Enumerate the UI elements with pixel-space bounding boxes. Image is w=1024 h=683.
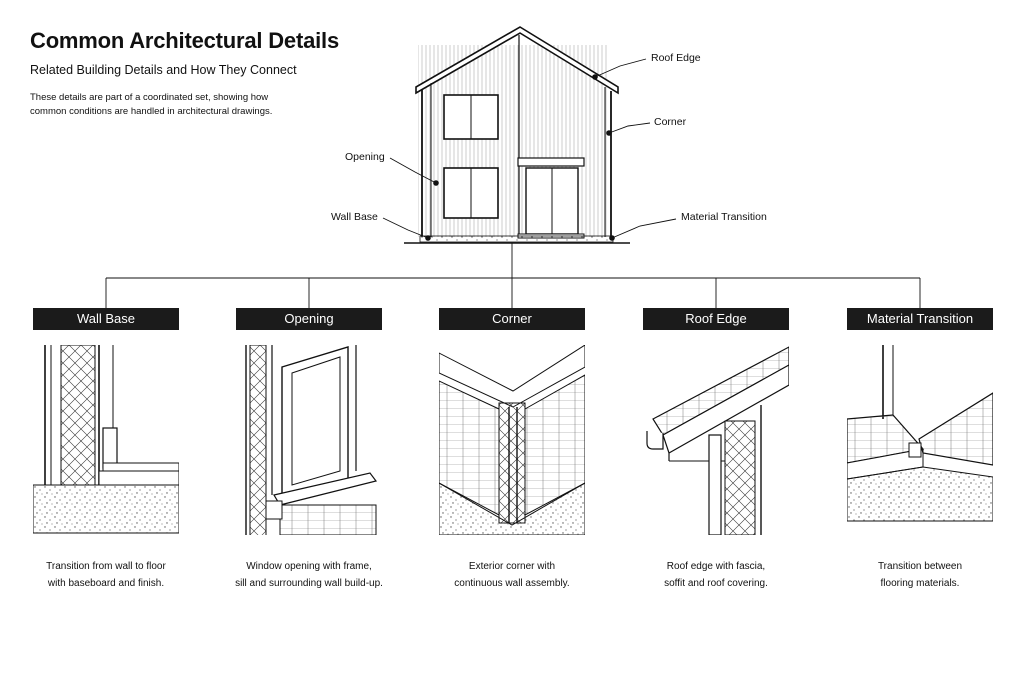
- callout-dot: [425, 235, 431, 241]
- callout-opening: Opening: [345, 151, 385, 163]
- detail-card-roof-edge: Roof Edge Roof edge with fascia, soffit …: [643, 308, 789, 589]
- detail-card-corner: Corner Exterior corner with continuous w…: [439, 308, 585, 589]
- caption-line: Transition between: [877, 561, 963, 572]
- leader-roof-edge: [594, 58, 647, 78]
- caption-line: soffit and roof covering.: [664, 578, 768, 589]
- detail-caption: Transition between flooring materials.: [832, 558, 1008, 592]
- detail-header: Material Transition: [847, 308, 993, 330]
- callout-material-transition: Material Transition: [681, 211, 767, 223]
- callout-dot: [609, 235, 615, 241]
- detail-caption: Transition from wall to floor with baseb…: [18, 558, 194, 592]
- detail-caption: Roof edge with fascia, soffit and roof c…: [628, 558, 804, 592]
- callout-roof-edge: Roof Edge: [651, 52, 701, 64]
- detail-header: Roof Edge: [643, 308, 789, 330]
- caption-line: Exterior corner with: [468, 561, 556, 572]
- wall-base-drawing: [33, 345, 179, 534]
- page-subtitle: Related Building Details and How They Co…: [30, 63, 297, 77]
- detail-caption: Window opening with frame, sill and surr…: [221, 558, 397, 592]
- caption-line: flooring materials.: [880, 578, 960, 589]
- intro-text: These details are part of a coordinated …: [30, 91, 330, 119]
- caption-line: Transition from wall to floor: [46, 561, 166, 572]
- detail-card-wall-base: Wall Base Transition from wall to floor …: [33, 308, 179, 589]
- leader-wall-base: [382, 217, 429, 239]
- material-transition-drawing: [847, 345, 993, 522]
- callout-wall-base: Wall Base: [331, 211, 378, 223]
- detail-header: Corner: [439, 308, 585, 330]
- opening-drawing: [245, 345, 378, 535]
- house-elevation: [404, 26, 630, 244]
- caption-line: sill and surrounding wall build-up.: [235, 578, 383, 589]
- leader-material-transition: [611, 218, 677, 239]
- detail-header: Wall Base: [33, 308, 179, 330]
- corner-drawing: [439, 345, 585, 535]
- detail-card-opening: Opening Window opening with frame, sill …: [235, 308, 383, 589]
- detail-card-material-transition: Material Transition Transition between f…: [847, 308, 993, 589]
- intro-line: common conditions are handled in archite…: [30, 106, 273, 117]
- callout-dot: [606, 130, 612, 136]
- caption-line: with baseboard and finish.: [47, 578, 165, 589]
- roof-edge-drawing: [646, 346, 789, 535]
- detail-caption: Exterior corner with continuous wall ass…: [424, 558, 600, 592]
- caption-line: Window opening with frame,: [246, 561, 372, 572]
- leader-corner: [608, 122, 651, 134]
- detail-header: Opening: [236, 308, 382, 330]
- door-canopy: [517, 157, 585, 167]
- callout-dot: [433, 180, 439, 186]
- callout-dot: [592, 74, 598, 80]
- intro-line: These details are part of a coordinated …: [30, 92, 269, 103]
- leader-opening: [389, 157, 437, 184]
- callout-corner: Corner: [654, 116, 687, 128]
- caption-line: continuous wall assembly.: [454, 578, 570, 589]
- caption-line: Roof edge with fascia,: [666, 561, 766, 572]
- page-title: Common Architectural Details: [30, 28, 339, 53]
- roof-outline: [415, 26, 619, 95]
